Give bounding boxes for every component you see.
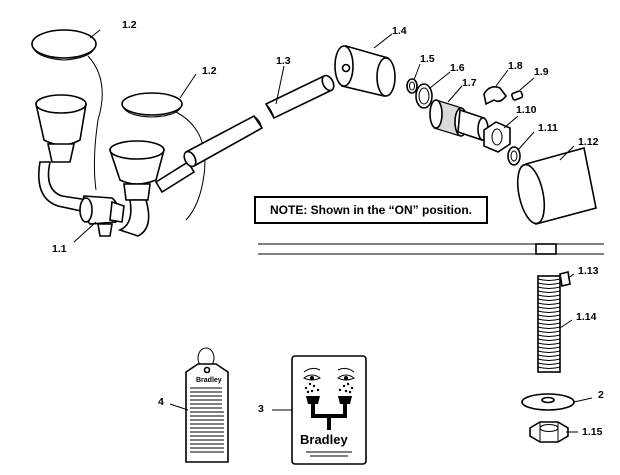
eyewash-bowl-assembly [31, 29, 206, 237]
supply-parts [521, 271, 575, 443]
hex-nut [483, 121, 511, 153]
inspection-tag: Bradley [185, 347, 229, 463]
callout-1-1: 1.1 [52, 243, 67, 255]
callout-1-11: 1.11 [538, 122, 558, 134]
leader-lines [73, 29, 593, 433]
pipe-segment-lower [184, 114, 264, 168]
valve-assembly [334, 44, 597, 225]
note-text: NOTE: Shown in the “ON” position. [270, 203, 472, 217]
callout-1-4: 1.4 [392, 25, 407, 37]
break-lines [258, 243, 604, 255]
note-box: NOTE: Shown in the “ON” position. [254, 196, 488, 224]
callout-1-14: 1.14 [576, 311, 597, 323]
callout-1-12: 1.12 [578, 136, 599, 148]
callout-1-9: 1.9 [534, 66, 549, 78]
callout-1-5: 1.5 [420, 53, 435, 65]
callout-4: 4 [158, 396, 164, 408]
tag-brand-logo: Bradley [196, 377, 222, 384]
seal-ring [415, 83, 433, 109]
bracket [483, 86, 508, 106]
dust-cover-right [121, 92, 183, 116]
washer [507, 146, 521, 166]
callout-1-3: 1.3 [276, 55, 291, 67]
callout-1-13: 1.13 [578, 265, 599, 277]
o-ring [406, 78, 418, 94]
pipe-segments [183, 74, 335, 168]
sign-brand-logo: Bradley [300, 432, 348, 447]
callout-1-8: 1.8 [508, 60, 523, 72]
callout-1-6: 1.6 [450, 62, 465, 74]
callout-1-15: 1.15 [582, 426, 603, 438]
callout-1-10: 1.10 [516, 104, 537, 116]
eyewash-sign: Bradley [291, 355, 367, 465]
callout-1-2-left: 1.2 [122, 19, 137, 31]
callout-2: 2 [598, 389, 604, 401]
small-fitting [559, 271, 571, 287]
callout-1-7: 1.7 [462, 77, 477, 89]
callout-labels: 1.2 1.2 1.3 1.4 1.5 1.6 1.7 1.8 1.9 1.10… [52, 19, 604, 438]
callout-1-2-right: 1.2 [202, 65, 217, 77]
set-screw [511, 90, 524, 101]
dust-cover-left [31, 29, 97, 59]
callout-3: 3 [258, 403, 264, 415]
